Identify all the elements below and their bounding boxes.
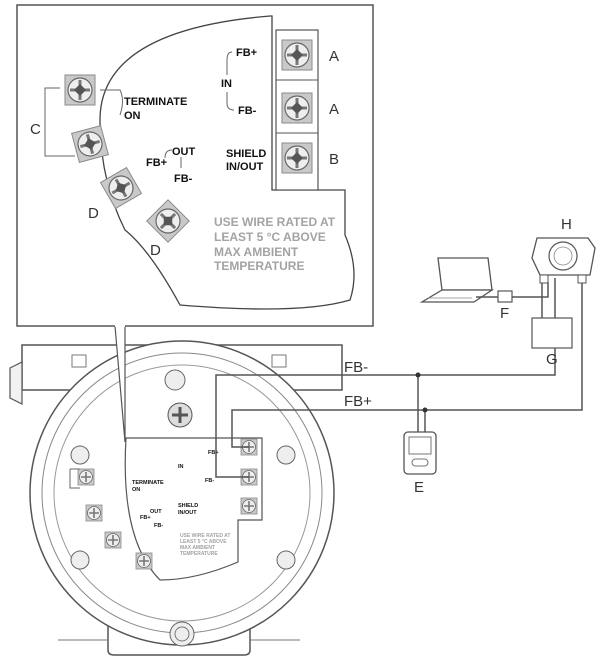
screw-terminal-icon bbox=[280, 38, 314, 72]
device-warning-line-3: MAX AMBIENT bbox=[180, 545, 215, 551]
label-g: G bbox=[546, 351, 558, 368]
handheld-communicator: E bbox=[403, 431, 437, 496]
out-label: OUT bbox=[172, 146, 196, 158]
fb-minus-wire-label: FB- bbox=[344, 359, 368, 376]
device-fb-plus-label: FB+ bbox=[140, 515, 151, 521]
warning-line-1: USE WIRE RATED AT bbox=[214, 215, 336, 229]
screw-terminal-icon bbox=[85, 504, 103, 522]
screw-terminal-icon bbox=[240, 497, 258, 515]
screw-terminal-icon bbox=[280, 141, 314, 175]
fb-minus-label: FB- bbox=[174, 173, 193, 185]
label-d-2: D bbox=[150, 242, 161, 259]
screw-terminal-icon bbox=[104, 531, 122, 549]
in-fb-minus-label: FB- bbox=[238, 105, 257, 117]
device-in-fb-minus-label: FB- bbox=[205, 478, 214, 484]
label-a-bottom: A bbox=[329, 101, 339, 118]
host-system: F G H bbox=[419, 216, 596, 368]
label-d-1: D bbox=[88, 205, 99, 222]
fb-plus-label: FB+ bbox=[146, 157, 167, 169]
terminal-callout: C TERMINATE ON OUT FB+ FB- FB+ IN FB- SH… bbox=[16, 4, 374, 443]
communicator-label-e: E bbox=[414, 479, 424, 496]
power-supply-icon bbox=[531, 317, 573, 349]
label-h: H bbox=[561, 216, 572, 233]
warning-line-3: MAX AMBIENT bbox=[214, 245, 299, 259]
label-f: F bbox=[500, 305, 509, 322]
device-out-label: OUT bbox=[150, 509, 162, 515]
device-shield-label-2: IN/OUT bbox=[178, 510, 197, 516]
device-shield-label-1: SHIELD bbox=[178, 503, 198, 509]
in-fb-plus-label: FB+ bbox=[236, 47, 257, 59]
device-warning-line-1: USE WIRE RATED AT bbox=[180, 533, 230, 539]
screw-terminal-icon bbox=[135, 552, 153, 570]
screw-terminal-icon bbox=[77, 468, 95, 486]
terminator-icon bbox=[497, 290, 513, 303]
label-a-top: A bbox=[329, 48, 339, 65]
screw-terminal-icon bbox=[280, 91, 314, 125]
laptop-icon bbox=[419, 257, 495, 303]
in-label: IN bbox=[221, 78, 232, 90]
device-in-label: IN bbox=[178, 464, 184, 470]
label-b: B bbox=[329, 151, 339, 168]
host-computer-icon bbox=[531, 237, 596, 284]
warning-line-4: TEMPERATURE bbox=[214, 259, 304, 273]
shield-label-2: IN/OUT bbox=[226, 161, 264, 173]
label-c: C bbox=[30, 121, 41, 138]
terminate-label-1: TERMINATE bbox=[124, 96, 187, 108]
handheld-communicator-icon bbox=[403, 431, 437, 475]
device-in-fb-plus-label: FB+ bbox=[208, 450, 219, 456]
device-terminate-label-1: TERMINATE bbox=[132, 480, 164, 486]
device-terminate-label-2: ON bbox=[132, 487, 140, 493]
shield-label-1: SHIELD bbox=[226, 148, 266, 160]
terminate-label-2: ON bbox=[124, 110, 141, 122]
warning-line-2: LEAST 5 °C ABOVE bbox=[214, 230, 326, 244]
screw-terminal-icon bbox=[63, 73, 97, 107]
device-fb-minus-label: FB- bbox=[154, 523, 163, 529]
device-terminal-block: TERMINATE ON OUT FB+ FB- FB+ IN FB- SHIE… bbox=[69, 438, 258, 570]
fb-plus-wire-label: FB+ bbox=[344, 393, 372, 410]
device-warning-line-2: LEAST 5 °C ABOVE bbox=[180, 539, 227, 545]
transmitter-housing bbox=[9, 340, 343, 656]
device-warning-line-4: TEMPERATURE bbox=[180, 551, 218, 557]
